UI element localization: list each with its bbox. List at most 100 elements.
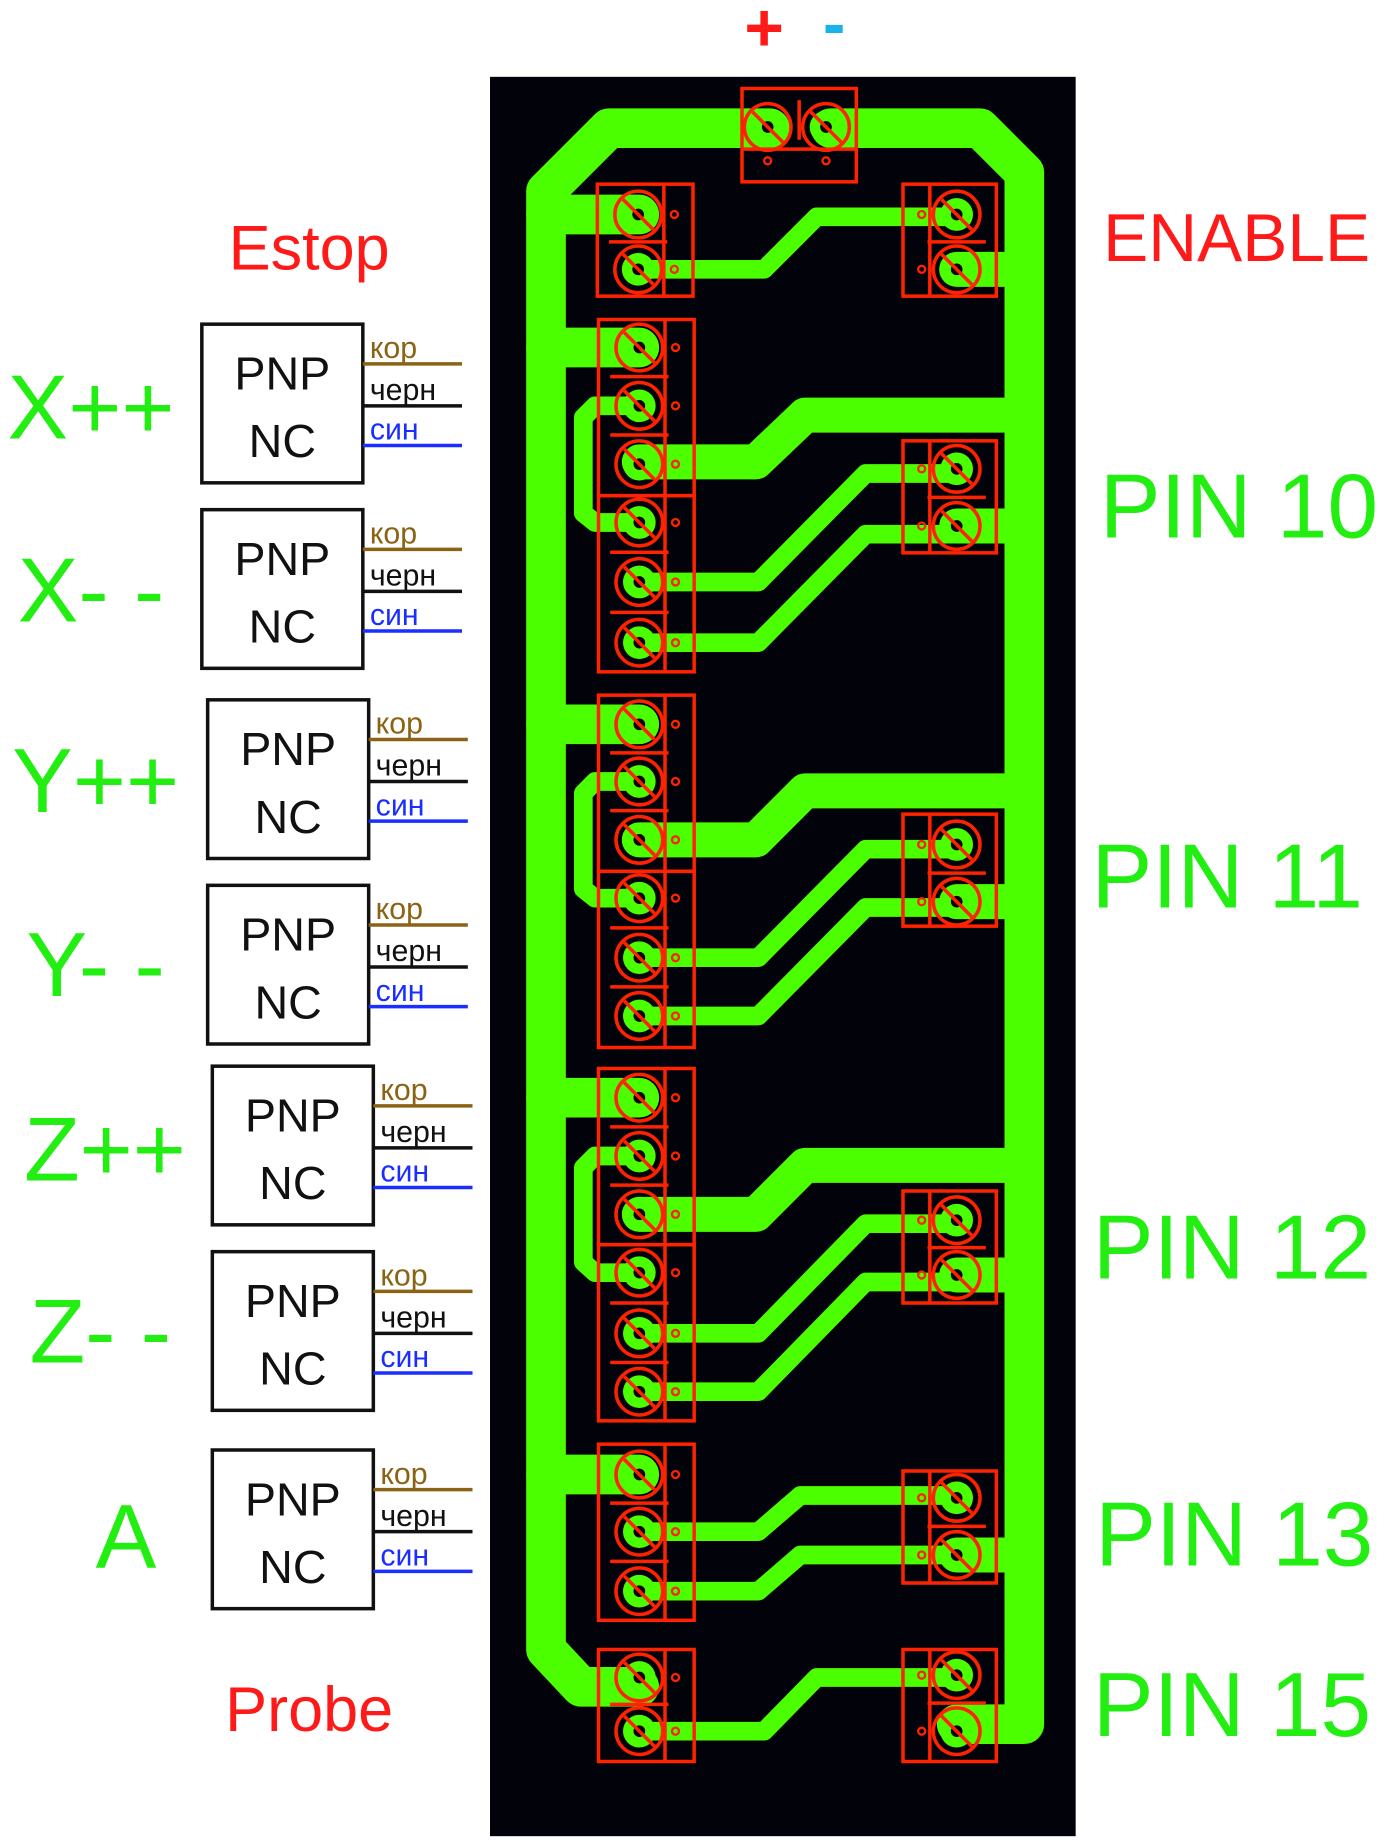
terminal-pad (614, 873, 665, 924)
y-terminal-b (596, 869, 696, 1050)
wire-label: черн (380, 1302, 446, 1335)
pin10-terminal (901, 439, 999, 555)
output-label-pin11: PIN 11 (1092, 827, 1363, 928)
terminal-pad (931, 1650, 982, 1701)
copper-traces (526, 108, 1045, 1745)
wire-label: кор (376, 708, 423, 741)
terminal-pad (614, 1566, 665, 1617)
sensor-type-label: PNP (240, 723, 336, 775)
terminal-blocks (595, 86, 999, 1764)
power-minus-label: - (823, 0, 846, 61)
sensor-axis-label: X- - (18, 541, 165, 642)
terminal-pad (614, 439, 665, 490)
y-terminal-a (596, 693, 696, 874)
terminal-pad (614, 617, 665, 668)
sensor-axis-label: Y- - (27, 915, 165, 1016)
terminal-pad (613, 244, 664, 295)
trace-branch (621, 397, 1042, 480)
sensor-box (200, 507, 365, 671)
output-label-pin12: PIN 12 (1093, 1198, 1371, 1299)
output-label-pin15: PIN 15 (1093, 1655, 1371, 1756)
trace-common-left (526, 108, 790, 1707)
a-terminal (596, 1442, 696, 1623)
sensor-contact-label: NC (254, 976, 321, 1028)
terminal-pad (614, 1130, 665, 1182)
wire-label: кор (380, 1260, 427, 1293)
z-terminal-a (596, 1066, 696, 1247)
trace-pin13-b (630, 1545, 967, 1601)
sensor-axis-label: Z- - (30, 1282, 171, 1383)
trace-enable (630, 207, 967, 279)
wire-label: син (370, 599, 419, 632)
pin12-terminal (901, 1189, 999, 1305)
sensor-axis-label: X++ (8, 357, 175, 458)
terminal-pad (614, 1706, 665, 1757)
sensor-contact-label: NC (259, 1541, 326, 1593)
wire-label: син (370, 414, 419, 447)
sensor-axis-label: Y++ (12, 731, 179, 832)
wire-label: черн (370, 374, 436, 407)
trace-pin11-a (630, 839, 967, 968)
pin13-terminal (901, 1469, 999, 1585)
trace-branch (621, 1147, 1042, 1232)
wire-label: черн (380, 1500, 446, 1533)
terminal-pad (931, 244, 982, 295)
terminal-pad (614, 1652, 665, 1703)
wire-label: кор (370, 518, 417, 551)
terminal-pad (614, 1366, 665, 1417)
sensor-axis-label: Z++ (24, 1100, 186, 1201)
trace-pin12-a (630, 1214, 967, 1343)
output-label-pin13: PIN 13 (1095, 1485, 1373, 1586)
sensor-type-label: PNP (234, 348, 330, 400)
trace-pin10-b (630, 524, 967, 653)
terminal-pad (931, 500, 982, 552)
power-terminal (740, 86, 859, 184)
sensor-axis-label: A (96, 1487, 157, 1588)
wire-label: кор (370, 332, 417, 365)
terminal-pad (931, 1195, 982, 1246)
trace-pin13-a (630, 1486, 967, 1542)
sensor-box (210, 1064, 376, 1227)
terminal-pad (614, 497, 665, 548)
sensor-box (210, 1249, 376, 1413)
sensor-type-label: PNP (240, 909, 336, 961)
sensor-contact-label: NC (249, 601, 316, 653)
sensor-contact-label: NC (259, 1343, 326, 1395)
terminal-pad (742, 101, 793, 153)
wire-label: син (380, 1156, 429, 1189)
trace-loop (574, 396, 649, 532)
probe-label: Probe (225, 1675, 393, 1745)
terminal-pad (931, 876, 982, 927)
trace-pin15 (630, 1668, 967, 1741)
terminal-pad (614, 932, 665, 983)
terminal-pad (931, 1706, 982, 1757)
wire-label: черн (370, 560, 436, 593)
wire-label: кор (376, 893, 423, 926)
terminal-pad (931, 1249, 982, 1301)
terminal-pad (614, 990, 665, 1042)
probe-terminal (596, 1647, 696, 1764)
output-label-pin10: PIN 10 (1100, 457, 1378, 558)
trace-loop (574, 772, 649, 908)
x-terminal-b (596, 493, 696, 674)
sensor-box (210, 1448, 376, 1611)
terminal-pad (614, 814, 665, 865)
sensor-type-label: PNP (234, 533, 330, 585)
trace-pin12-b (630, 1272, 967, 1402)
terminal-pad (614, 322, 665, 373)
terminal-pad (614, 1247, 665, 1298)
sensor-type-label: PNP (245, 1090, 341, 1142)
terminal-pad (614, 1189, 665, 1240)
terminal-pad (931, 819, 982, 870)
trace-loop (574, 1146, 649, 1283)
power-plus-label: + (744, 0, 784, 66)
terminal-pad (931, 1472, 982, 1523)
wire-label: кор (380, 1074, 427, 1107)
wire-label: син (376, 789, 425, 822)
pin11-terminal (901, 812, 999, 928)
terminal-pad (800, 101, 852, 153)
wire-label: черн (380, 1116, 446, 1149)
terminal-pad (614, 1506, 665, 1557)
